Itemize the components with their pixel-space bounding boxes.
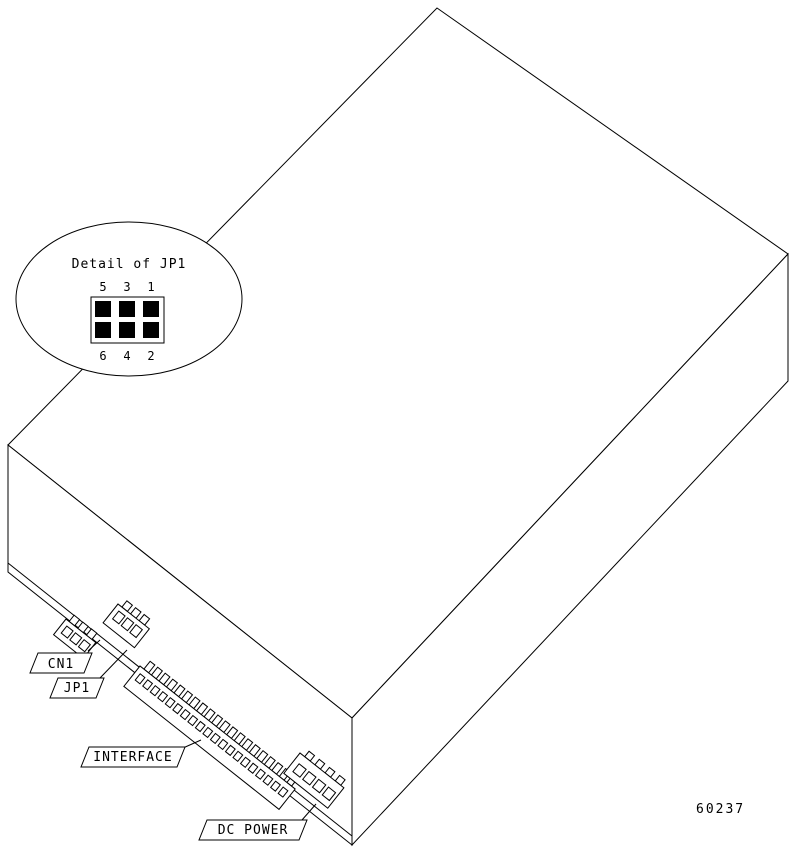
dc-power-connector [283,750,346,809]
callout-label-dc-power: DC POWER [218,823,289,838]
callout-leader-interface [182,739,202,749]
jumper-pin [143,301,159,317]
callout-box-cn1 [29,652,93,674]
interface-connector [123,660,299,811]
pin-label-6: 6 [99,349,106,363]
detail-bubble: Detail of JP1 5 3 1 6 4 2 [15,221,243,377]
dc-power-pin-opening [292,763,307,778]
jumper-pin [95,322,111,338]
jp1-pin-opening [129,623,144,639]
callout-jp1: JP1 [49,649,128,699]
callout-leader-jp1 [99,649,128,679]
dc-power-pin-opening [311,778,327,794]
cn1-pin-opening [69,632,83,646]
callout-leader-dc-power [301,803,317,821]
drive-right-face [351,252,789,847]
jp1-pin-opening [111,610,126,625]
detail-title: Detail of JP1 [72,257,187,272]
drive-outline [7,7,789,847]
jp1-connector [102,600,151,649]
callout-label-jp1: JP1 [64,681,90,696]
jumper-pin [143,322,159,338]
cn1-connector [52,614,98,659]
callout-label-cn1: CN1 [48,657,74,672]
jumper-pin [95,301,111,317]
dc-power-pin-opening [301,770,317,786]
callout-box-jp1 [49,677,105,699]
cn1-pin-opening [60,625,74,639]
callout-cn1: CN1 [29,639,101,674]
pin-label-3: 3 [123,280,130,294]
pin-label-5: 5 [99,280,106,294]
jp1-pin-opening [120,617,135,632]
pin-label-1: 1 [147,280,154,294]
callout-leader-cn1 [87,639,101,652]
pin-label-4: 4 [123,349,130,363]
jumper-pin [119,322,135,338]
pin-label-2: 2 [147,349,154,363]
callout-interface: INTERFACE [80,739,202,768]
cn1-pin-opening [77,638,92,653]
figure-number: 60237 [696,802,745,817]
callout-dc-power: DC POWER [198,803,317,841]
dc-power-pin-opening [321,786,337,802]
callout-box-interface [80,746,186,768]
callout-box-dc-power [198,819,308,841]
callout-label-interface: INTERFACE [93,750,172,765]
jumper-pin [119,301,135,317]
